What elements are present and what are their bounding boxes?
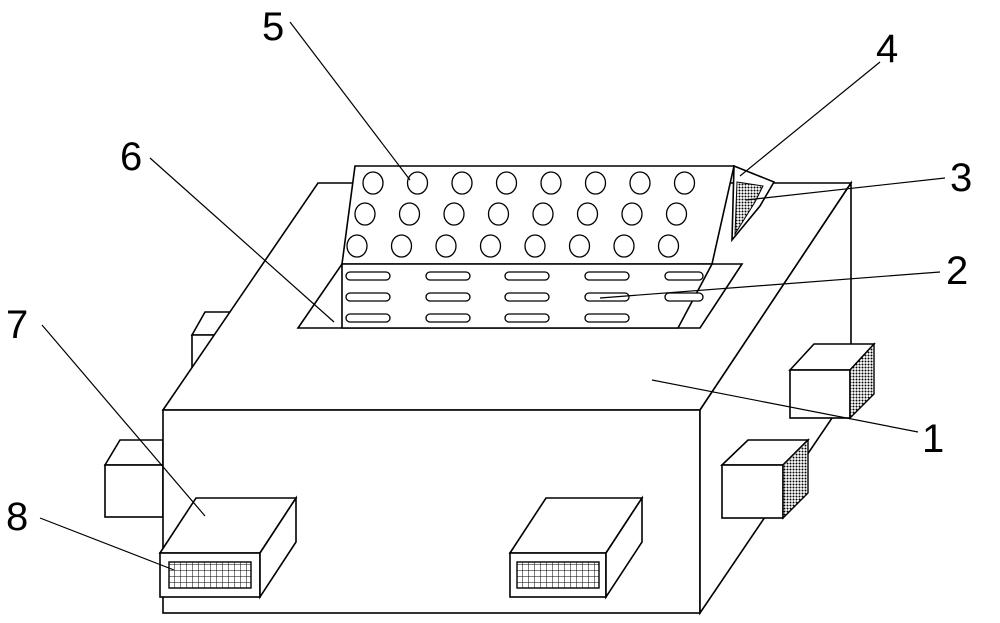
left-front-block [103, 439, 164, 518]
front-left-vent-module [158, 495, 298, 600]
filter-frame [731, 164, 776, 243]
slot [425, 271, 471, 281]
leader-lines [39, 21, 946, 571]
hole [613, 234, 635, 258]
hole [406, 171, 429, 195]
label-1: 1 [922, 417, 944, 461]
part-labels: 1 2 3 4 5 6 7 8 [6, 5, 972, 539]
hole [621, 202, 643, 226]
hole [568, 234, 591, 258]
slot [664, 292, 704, 302]
grille [516, 561, 600, 589]
hole [576, 202, 599, 226]
hole [362, 171, 384, 195]
right-upper-module [788, 342, 876, 420]
slot [664, 271, 704, 281]
label-7: 7 [6, 303, 28, 347]
label-2: 2 [946, 249, 968, 293]
hole [398, 202, 421, 226]
hole [435, 234, 457, 258]
hole [495, 171, 518, 195]
label-8: 8 [6, 495, 28, 539]
front-right-vent-module [508, 495, 644, 600]
hole [673, 171, 696, 195]
slot [345, 271, 391, 281]
hole [390, 234, 413, 258]
hole [532, 202, 554, 226]
hole [657, 234, 680, 258]
label-5: 5 [262, 5, 284, 49]
label-6: 6 [120, 135, 142, 179]
hole [629, 171, 651, 195]
label-3: 3 [950, 156, 972, 200]
slot [425, 292, 471, 302]
hole [524, 234, 546, 258]
slot [425, 313, 471, 323]
round-holes [346, 171, 696, 258]
slot [504, 292, 550, 302]
mesh-filter [734, 181, 764, 236]
slot [345, 313, 391, 323]
hole [540, 171, 562, 195]
hole [354, 202, 376, 226]
hole [451, 171, 473, 195]
slot [504, 271, 550, 281]
hole [479, 234, 502, 258]
slot [345, 292, 391, 302]
grille [168, 561, 252, 589]
hole [665, 202, 688, 226]
slot [584, 313, 630, 323]
hole [487, 202, 510, 226]
label-4: 4 [876, 27, 898, 71]
right-lower-module [720, 438, 810, 520]
slot [584, 271, 630, 281]
slot [504, 313, 550, 323]
hole [443, 202, 465, 226]
hole [346, 234, 368, 258]
hole [584, 171, 607, 195]
